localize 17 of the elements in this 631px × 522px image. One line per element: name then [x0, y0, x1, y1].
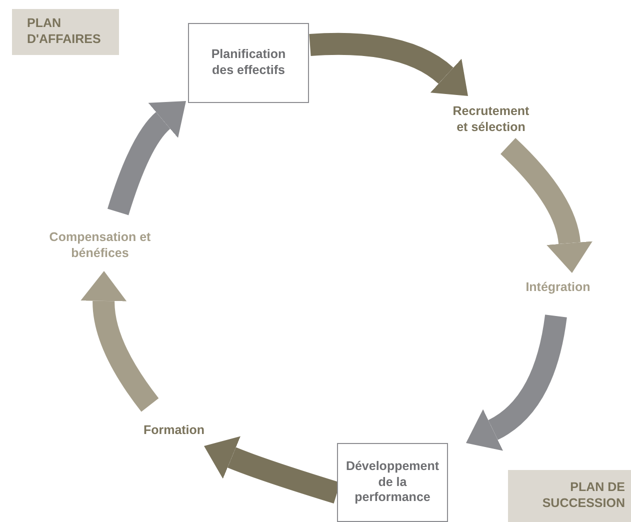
step-label: Intégration	[526, 280, 590, 296]
step-label: Compensation et bénéfices	[49, 230, 151, 262]
step-text: PLAN DE SUCCESSION	[541, 480, 625, 512]
step-label: Recrutement et sélection	[452, 104, 530, 136]
step-text: Planification des effectifs	[210, 47, 287, 79]
curved-arrow	[500, 138, 592, 273]
plan-panel	[508, 470, 631, 522]
curved-arrow	[466, 314, 567, 450]
step-text: Développement de la performance	[346, 459, 440, 506]
plan-panel	[12, 9, 119, 55]
process-box	[337, 443, 448, 522]
process-box	[188, 23, 309, 103]
curved-arrow	[309, 32, 470, 95]
curved-arrow	[80, 271, 159, 412]
step-text: PLAN D'AFFAIRES	[27, 16, 102, 48]
curved-arrow	[108, 100, 185, 216]
step-label: Formation	[143, 423, 205, 439]
